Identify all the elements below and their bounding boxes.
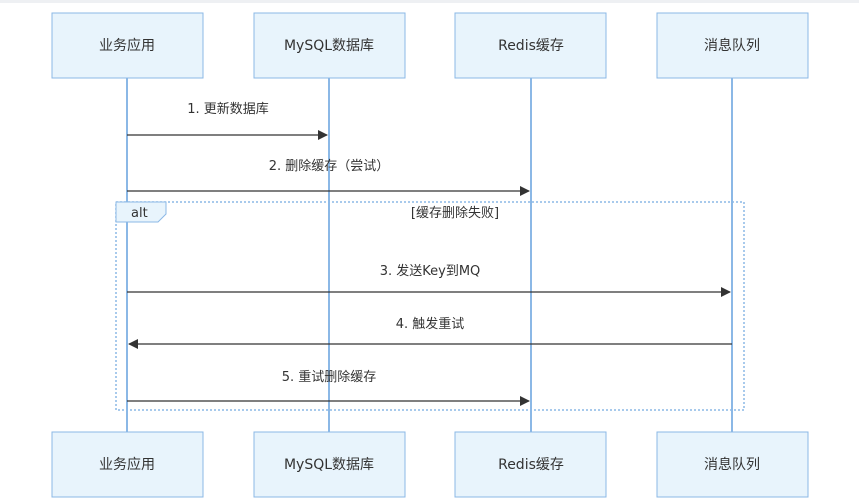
message-4-label: 4. 触发重试 (396, 316, 465, 332)
alt-keyword: alt (131, 206, 148, 221)
participant-mq-bottom-label: 消息队列 (704, 456, 760, 473)
participant-mq-top-label: 消息队列 (704, 37, 760, 54)
participant-app-top (51, 12, 204, 79)
message-2-label: 2. 删除缓存（尝试） (269, 159, 390, 174)
top-bar (0, 0, 859, 3)
message-5-label: 5. 重试删除缓存 (282, 369, 377, 385)
participant-mq-top (656, 12, 809, 79)
participant-mq-bottom (656, 431, 809, 498)
alt-tab (115, 201, 167, 223)
participant-redis-top (454, 12, 607, 79)
participant-db-top-label: MySQL数据库 (284, 38, 374, 54)
message-1-label: 1. 更新数据库 (187, 101, 269, 117)
alt-condition: [缓存删除失败] (411, 206, 499, 221)
participant-redis-top-label: Redis缓存 (498, 38, 564, 54)
participant-db-top (253, 12, 406, 79)
message-3-label: 3. 发送Key到MQ (380, 263, 481, 279)
participant-db-bottom (253, 431, 406, 498)
participant-app-bottom-label: 业务应用 (99, 456, 155, 473)
participant-redis-bottom-label: Redis缓存 (498, 457, 564, 473)
participant-app-bottom (51, 431, 204, 498)
participant-db-bottom-label: MySQL数据库 (284, 457, 374, 473)
participant-app-top-label: 业务应用 (99, 37, 155, 54)
participant-redis-bottom (454, 431, 607, 498)
alt-frame (115, 201, 745, 411)
